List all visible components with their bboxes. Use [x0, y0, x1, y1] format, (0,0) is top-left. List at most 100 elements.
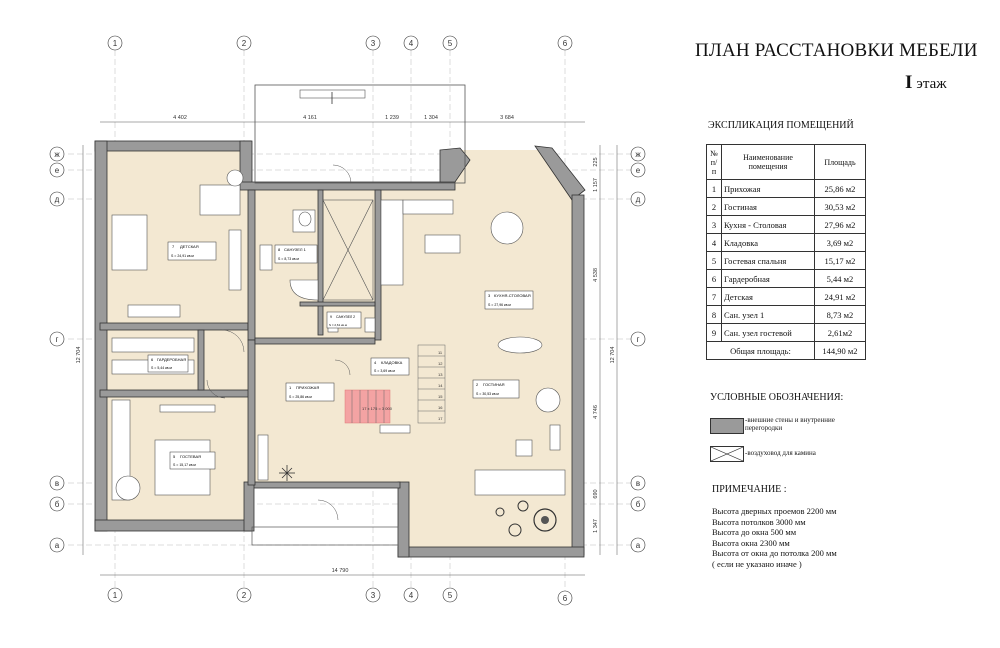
svg-text:КУХНЯ-СТОЛОВАЯ: КУХНЯ-СТОЛОВАЯ — [494, 293, 531, 298]
axis-markers-top — [107, 35, 573, 606]
cell-num: 3 — [706, 215, 722, 234]
room-tag-1: 1 ПРИХОЖАЯ S = 25,86 кв.м — [285, 382, 335, 402]
note-line: ( если не указано иначе ) — [712, 558, 802, 569]
sofa — [474, 469, 566, 496]
stair-labels: 17 х 175 = 3 000 11 12 13 14 15 16 17 — [362, 350, 443, 421]
svg-text:S = 25,86 кв.м: S = 25,86 кв.м — [289, 395, 312, 399]
dim-top: 1 239 — [385, 115, 399, 121]
svg-text:ГОСТИНАЯ: ГОСТИНАЯ — [483, 382, 505, 387]
porch-steps — [299, 89, 366, 99]
guest-shelf — [159, 404, 216, 413]
svg-text:S = 27,96 кв.м: S = 27,96 кв.м — [488, 303, 511, 307]
legend-duct-label: -воздуховод для камина — [745, 449, 816, 457]
cell-num: 7 — [706, 287, 722, 306]
svg-text:САНУЗЕЛ 2: САНУЗЕЛ 2 — [336, 315, 355, 319]
cell-name: Гардеробная — [721, 269, 815, 288]
col-num: № п/п — [706, 144, 722, 180]
table-header: № п/п Наименование помещения Площадь — [706, 144, 866, 180]
note-line: Высота окна 2300 мм — [712, 537, 790, 548]
duct-swatch-icon — [710, 446, 744, 462]
staircase — [344, 344, 446, 424]
svg-text:САНУЗЕЛ 1: САНУЗЕЛ 1 — [284, 247, 307, 252]
svg-text:S = 3,69 кв.м: S = 3,69 кв.м — [374, 369, 395, 373]
explication-title: ЭКСПЛИКАЦИЯ ПОМЕЩЕНИЙ — [708, 120, 854, 131]
svg-text:4: 4 — [374, 360, 377, 365]
cell-area: 8,73 м2 — [814, 305, 866, 324]
kitchen-counter — [380, 199, 404, 286]
dim-top: 4 402 — [173, 115, 187, 121]
note-line: Высота от окна до потолка 200 мм — [712, 548, 837, 558]
kitchen-counter-top — [402, 199, 454, 215]
svg-text:S = 2,61 кв.м: S = 2,61 кв.м — [329, 323, 347, 327]
cell-num: 4 — [706, 233, 722, 252]
room-tag-2: 2 ГОСТИНАЯ S = 30,53 кв.м — [472, 379, 520, 399]
cell-name: Детская — [721, 287, 815, 306]
floor-number: I — [905, 72, 913, 93]
svg-text:ПРИХОЖАЯ: ПРИХОЖАЯ — [296, 385, 319, 390]
room-tags: 7 ДЕТСКАЯ S = 24,91 кв.м 8 САНУЗЕЛ 1 S =… — [147, 241, 534, 470]
axis-v-label: 6 — [563, 594, 568, 603]
axis-h-label: ж — [54, 150, 60, 159]
total-value: 144,90 м2 — [814, 341, 866, 360]
axis-labels-top: 1 2 3 4 5 6 1 2 3 4 5 6 — [113, 39, 568, 603]
cell-num: 6 — [706, 269, 722, 288]
dim-right: 1 347 — [593, 519, 599, 533]
svg-text:8: 8 — [278, 247, 281, 252]
svg-text:5: 5 — [173, 454, 176, 459]
armchair-icon — [115, 475, 141, 501]
note-line: Высота до окна 500 мм — [712, 527, 797, 537]
svg-text:S = 8,73 кв.м: S = 8,73 кв.м — [278, 257, 299, 261]
child-wardrobe — [228, 229, 242, 291]
wardrobe-rail — [111, 337, 195, 353]
dim-top: 4 161 — [303, 115, 317, 121]
svg-text:S = 30,53 кв.м: S = 30,53 кв.м — [476, 392, 499, 396]
axis-v-label: 3 — [371, 39, 376, 48]
stair-step: 13 — [438, 372, 443, 377]
entrance-porch — [251, 526, 399, 546]
cell-name: Прихожая — [721, 179, 815, 198]
dim-top: 3 684 — [500, 115, 514, 121]
col-name: Наименование помещения — [721, 144, 815, 180]
doors — [206, 164, 352, 521]
cell-name: Кухня - Столовая — [721, 215, 815, 234]
axis-v-label: 2 — [242, 39, 247, 48]
axis-h-label: е — [55, 166, 60, 175]
stair-step: 12 — [438, 361, 443, 366]
bath-sink — [259, 244, 273, 271]
stair-step: 16 — [438, 405, 443, 410]
rug — [497, 336, 543, 354]
dim-right: 1 157 — [593, 178, 599, 192]
svg-text:КЛАДОВКА: КЛАДОВКА — [381, 360, 403, 365]
cell-area: 3,69 м2 — [814, 233, 866, 252]
desk — [199, 184, 241, 216]
cell-num: 5 — [706, 251, 722, 270]
axis-v-label: 6 — [563, 39, 568, 48]
table-total-row: Общая площадь:144,90 м2 — [706, 341, 866, 360]
cell-num: 9 — [706, 323, 722, 342]
axis-v-label: 3 — [371, 591, 376, 600]
axis-h-label: б — [636, 500, 641, 509]
legend-walls-label: -внешние стены и внутренние перегородки — [745, 416, 835, 432]
axis-h-label: е — [636, 166, 641, 175]
child-bed — [111, 214, 148, 271]
hall-bench — [379, 424, 411, 434]
room-tag-5: 5 ГОСТЕВАЯ S = 15,17 кв.м — [169, 451, 216, 470]
svg-text:2: 2 — [476, 382, 479, 387]
room-tag-6: 6 ГАРДЕРОБНАЯ S = 5,44 кв.м — [147, 354, 189, 373]
notes-list: Высота дверных проемов 2200 мм Высота по… — [712, 506, 837, 569]
svg-text:9: 9 — [330, 315, 332, 319]
stair-step: 11 — [438, 350, 443, 355]
dimension-labels: 4 402 4 161 1 239 1 304 3 684 14 790 12 … — [76, 115, 616, 574]
room-tag-9: 9 САНУЗЕЛ 2 S = 2,61 кв.м — [326, 311, 362, 329]
axis-h-label: а — [636, 541, 641, 550]
axis-v-label: 2 — [242, 591, 247, 600]
room-tag-4: 4 КЛАДОВКА S = 3,69 кв.м — [370, 357, 410, 376]
axis-markers-side — [49, 146, 646, 553]
svg-text:3: 3 — [488, 293, 491, 298]
axis-v-label: 5 — [448, 39, 453, 48]
